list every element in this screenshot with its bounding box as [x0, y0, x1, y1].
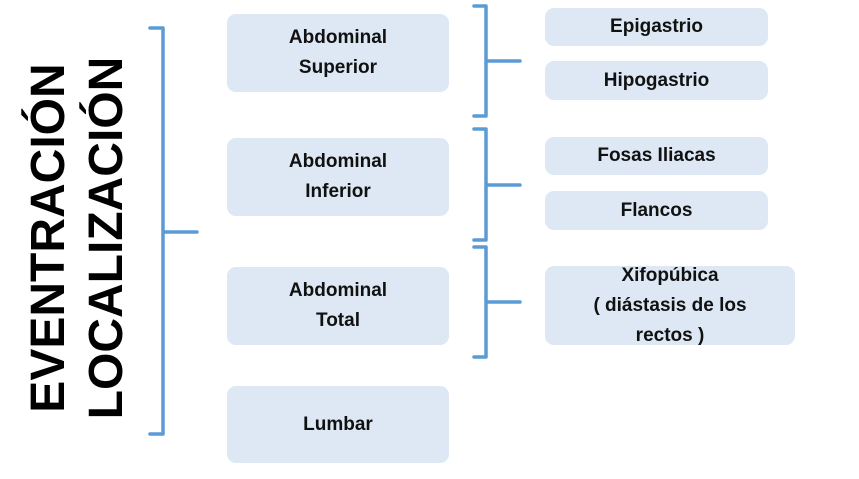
category-abdominal-inferior: Abdominal Inferior	[227, 138, 449, 216]
category-abdominal-superior: Abdominal Superior	[227, 14, 449, 92]
main-bracket	[148, 26, 199, 436]
category-abdominal-total: Abdominal Total	[227, 267, 449, 345]
subitem-label: Flancos	[620, 199, 693, 221]
subitem-label: Hipogastrio	[603, 69, 710, 91]
subitem-label: Epigastrio	[610, 16, 703, 37]
subitem-xifopubica: Xifopúbica ( diástasis de los rectos )	[545, 265, 795, 346]
category-label: Abdominal Total	[288, 280, 388, 331]
category-label: Abdominal Superior	[288, 27, 388, 78]
bracket-superior	[472, 4, 522, 118]
category-label: Lumbar	[303, 413, 373, 435]
subitem-hipogastrio: Hipogastrio	[545, 61, 768, 100]
bracket-total	[472, 245, 522, 359]
subitem-epigastrio: Epigastrio	[545, 8, 768, 46]
subitem-label: Fosas Iliacas	[597, 145, 716, 166]
bracket-inferior	[472, 127, 522, 242]
category-lumbar: Lumbar	[227, 386, 449, 463]
subitem-label: Xifopúbica ( diástasis de los rectos )	[593, 264, 747, 346]
category-label: Abdominal Inferior	[288, 151, 388, 202]
subitem-flancos: Flancos	[545, 191, 768, 230]
subitem-fosas-iliacas: Fosas Iliacas	[545, 137, 768, 175]
